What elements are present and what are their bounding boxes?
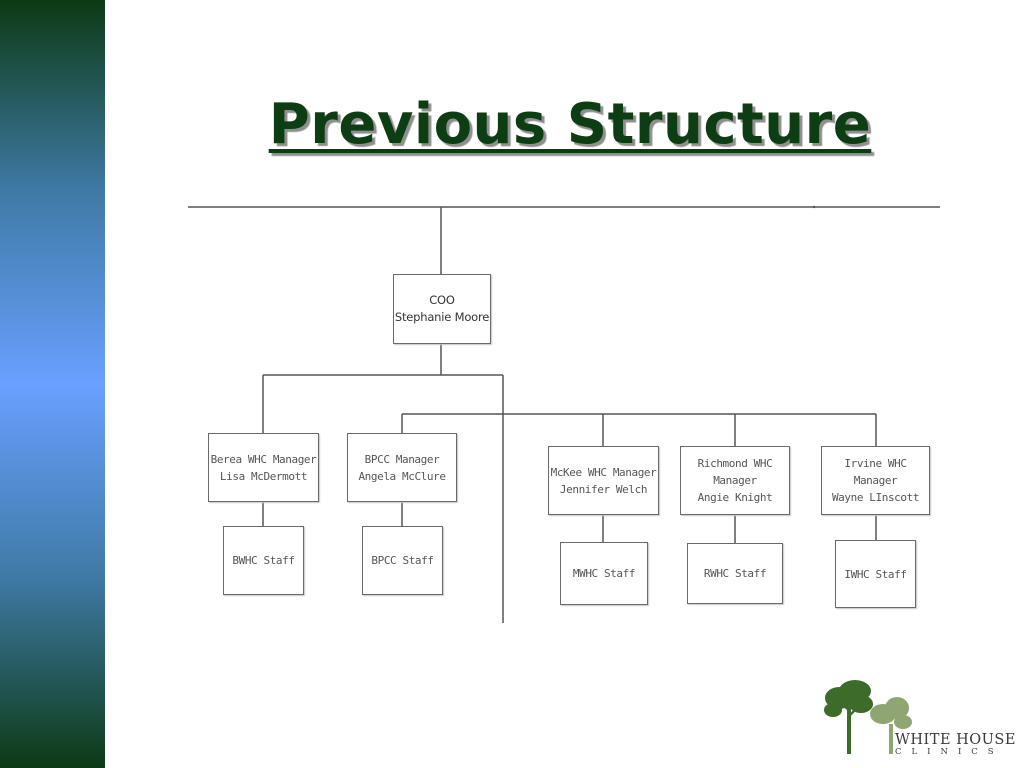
coo-name: Stephanie Moore bbox=[394, 310, 490, 324]
slide-title: Previous Structure bbox=[268, 92, 872, 157]
mckee-manager-title: McKee WHC Manager bbox=[550, 465, 657, 479]
bpcc-manager-title: BPCC Manager bbox=[364, 452, 440, 466]
richmond-manager-name: Angie Knight bbox=[697, 491, 773, 504]
light-tree-icon bbox=[870, 697, 912, 754]
logo-text: WHITE HOUSE CLINICS bbox=[895, 732, 1016, 758]
berea-staff-box: BWHC Staff bbox=[223, 526, 304, 595]
connector-dot bbox=[812, 205, 816, 209]
irvine-manager-name: Wayne LInscott bbox=[831, 491, 920, 504]
white-house-clinics-logo bbox=[824, 680, 912, 754]
mckee-staff-label: MWHC Staff bbox=[572, 567, 636, 580]
richmond-manager-title: Richmond WHC Manager bbox=[697, 457, 773, 487]
berea-manager-title: Berea WHC Manager bbox=[210, 452, 317, 466]
irvine-staff-box: IWHC Staff bbox=[835, 540, 916, 608]
mckee-manager-name: Jennifer Welch bbox=[559, 482, 648, 496]
bpcc-staff-box: BPCC Staff bbox=[362, 526, 443, 595]
dark-tree-icon bbox=[824, 680, 873, 754]
richmond-staff-label: RWHC Staff bbox=[703, 567, 767, 580]
irvine-manager-title: Irvine WHC Manager bbox=[844, 457, 907, 487]
berea-manager-name: Lisa McDermott bbox=[219, 469, 308, 483]
coo-box: COO Stephanie Moore bbox=[393, 274, 491, 344]
bpcc-manager-name: Angela McClure bbox=[358, 469, 446, 483]
mckee-staff-box: MWHC Staff bbox=[560, 542, 648, 605]
logo-sub-text: CLINICS bbox=[895, 747, 1004, 757]
irvine-staff-label: IWHC Staff bbox=[844, 567, 907, 581]
berea-staff-label: BWHC Staff bbox=[232, 554, 295, 567]
bpcc-staff-label: BPCC Staff bbox=[371, 554, 434, 567]
side-gradient-bar bbox=[0, 0, 105, 768]
richmond-staff-box: RWHC Staff bbox=[687, 543, 783, 604]
logo-main-text: WHITE HOUSE bbox=[895, 732, 1016, 748]
coo-role: COO bbox=[429, 293, 455, 307]
